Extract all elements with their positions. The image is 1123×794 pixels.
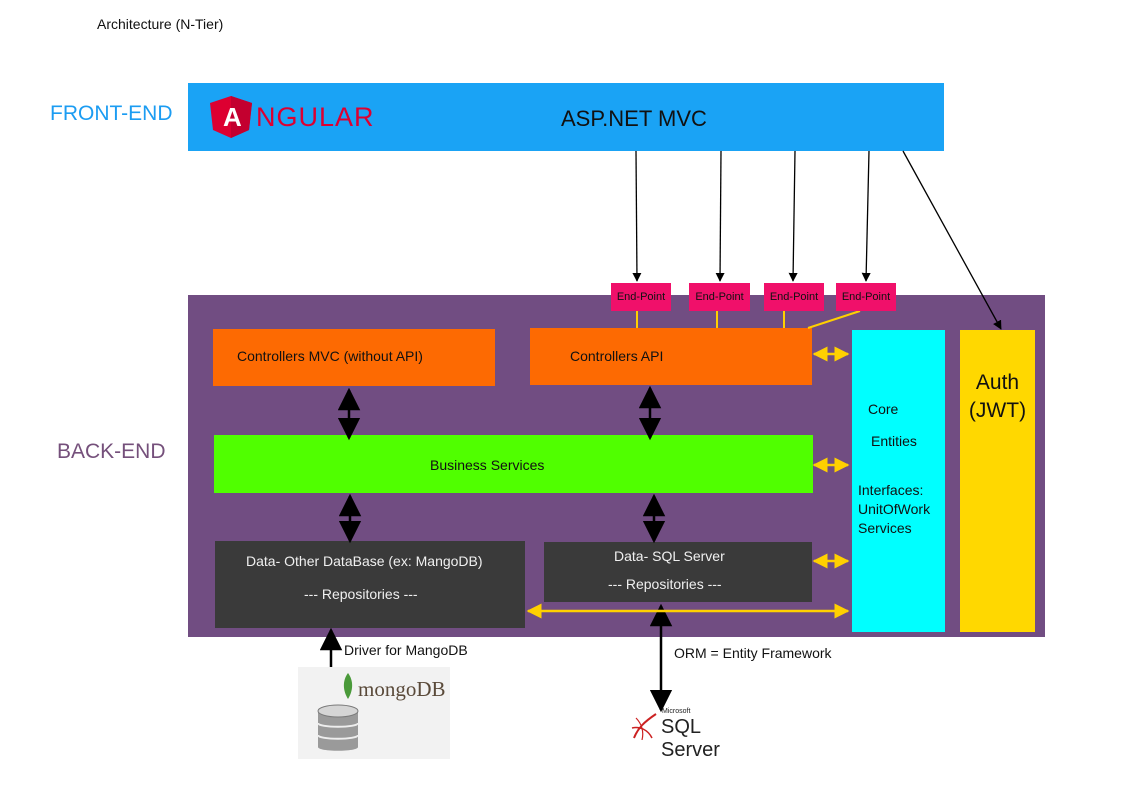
sql-server-logo: Microsoft SQL Server xyxy=(628,708,758,761)
angular-logo-text: NGULAR xyxy=(256,102,375,132)
angular-logo: A NGULAR xyxy=(210,96,400,138)
arrow-frontend-endpoint-2 xyxy=(715,150,725,282)
mongodb-logo-text: mongoDB xyxy=(358,677,446,701)
sql-server-icon xyxy=(631,713,657,740)
data-other-db-box: Data- Other DataBase (ex: MangoDB) --- R… xyxy=(215,541,525,628)
controllers-mvc-box: Controllers MVC (without API) xyxy=(213,329,495,386)
arrow-frontend-endpoint-4 xyxy=(861,150,871,282)
data-sql-server-box: Data- SQL Server --- Repositories --- xyxy=(544,542,812,602)
mongodb-logo: mongoDB xyxy=(298,667,450,759)
mongodb-leaf-icon xyxy=(343,673,353,699)
angular-logo-letter: A xyxy=(223,102,242,132)
endpoint-1: End-Point xyxy=(611,283,671,311)
core-label: Core xyxy=(868,401,899,417)
business-services-label: Business Services xyxy=(430,457,545,473)
aspnet-mvc-label: ASP.NET MVC xyxy=(561,106,707,131)
orm-caption: ORM = Entity Framework xyxy=(674,645,832,661)
arrow-frontend-auth xyxy=(902,150,1002,330)
endpoint-3: End-Point xyxy=(764,283,824,311)
core-entities-label: Entities xyxy=(871,433,917,449)
sql-server-logo-text: SQL Server xyxy=(661,716,720,761)
arrow-frontend-endpoint-1 xyxy=(632,150,642,282)
core-interfaces-label: Interfaces: xyxy=(858,482,924,498)
endpoint-2: End-Point xyxy=(689,283,750,311)
endpoint-4: End-Point xyxy=(836,283,896,311)
business-services-box: Business Services xyxy=(214,435,813,493)
endpoint-link-4 xyxy=(807,310,861,329)
auth-jwt-label: (JWT) xyxy=(968,399,1027,422)
controllers-api-label: Controllers API xyxy=(570,348,664,364)
frontend-bar xyxy=(188,83,944,151)
database-icon xyxy=(317,704,359,751)
core-box: Core Entities Interfaces: UnitOfWork Ser… xyxy=(852,330,945,632)
core-unitofwork-label: UnitOfWork xyxy=(858,501,931,517)
data-other-db-repositories: --- Repositories --- xyxy=(304,586,418,602)
angular-shield-icon xyxy=(210,96,252,138)
data-other-db-title: Data- Other DataBase (ex: MangoDB) xyxy=(246,553,483,569)
data-sql-server-title: Data- SQL Server xyxy=(614,548,725,564)
diagram-title: Architecture (N-Tier) xyxy=(97,16,224,32)
data-sql-server-repositories: --- Repositories --- xyxy=(608,576,722,592)
auth-label: Auth xyxy=(975,371,1020,394)
controllers-mvc-label: Controllers MVC (without API) xyxy=(237,348,423,364)
front-end-label: FRONT-END xyxy=(50,102,173,125)
auth-box: Auth (JWT) xyxy=(960,330,1035,632)
arrow-frontend-endpoint-3 xyxy=(788,150,798,282)
controllers-api-box: Controllers API xyxy=(530,328,812,385)
mongo-driver-caption: Driver for MangoDB xyxy=(344,642,468,658)
core-services-label: Services xyxy=(858,520,912,536)
back-end-label: BACK-END xyxy=(57,440,166,463)
sql-server-brand: Microsoft xyxy=(662,708,691,715)
